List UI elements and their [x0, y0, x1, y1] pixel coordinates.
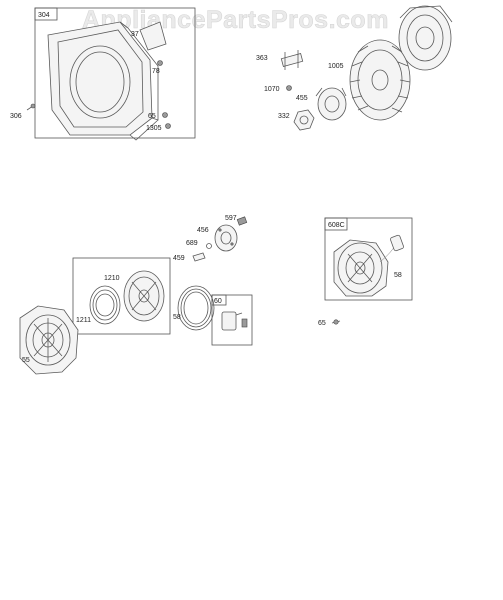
group-box-304: [34, 7, 196, 139]
handle-part-60: [221, 311, 248, 331]
screw-part-78: [157, 60, 163, 66]
pulley-part-1210: [123, 270, 165, 322]
rope-part-58-left: [177, 285, 215, 331]
group-box-60-tab: [211, 294, 227, 306]
callout-58-left: 58: [173, 314, 181, 321]
callout-1070: 1070: [264, 86, 280, 93]
callout-55: 55: [22, 357, 30, 364]
pawl-part-459: [192, 252, 206, 262]
callout-78: 78: [152, 68, 160, 75]
baffle-part-37: [139, 21, 167, 51]
bracket-part-363: [280, 50, 304, 70]
callout-456: 456: [197, 227, 209, 234]
recoil-starter-part-55: [19, 305, 79, 375]
callout-306: 306: [10, 113, 22, 120]
callout-1305: 1305: [146, 125, 162, 132]
callout-608C: 608C: [328, 222, 345, 229]
callout-332: 332: [278, 113, 290, 120]
screw-part-597: [236, 216, 248, 226]
screw-part-1305: [165, 123, 171, 129]
nut-part-332: [293, 109, 315, 131]
spring-part-689: [206, 243, 212, 249]
screw-part-306: [26, 103, 36, 111]
flywheel-part-1005: [349, 39, 411, 121]
key-part-1070: [286, 85, 292, 91]
callout-37: 37: [131, 31, 139, 38]
callout-58-right: 58: [394, 272, 402, 279]
callout-1005: 1005: [328, 63, 344, 70]
group-box-304-tab: [34, 7, 58, 21]
callout-455: 455: [296, 95, 308, 102]
screw-part-65-bottom: [331, 319, 341, 325]
group-box-starter: [72, 257, 171, 335]
callout-597: 597: [225, 215, 237, 222]
callout-304: 304: [38, 12, 50, 19]
callout-65-top: 65: [148, 113, 156, 120]
callout-1210: 1210: [104, 275, 120, 282]
starter-cup-part-455: [315, 87, 347, 121]
blower-housing: [47, 21, 159, 141]
screw-part-65-top: [162, 112, 168, 118]
group-box-608C: [324, 217, 413, 301]
watermark: AppliancePartsPros.com: [82, 6, 389, 34]
group-box-608C-tab: [324, 217, 348, 231]
callout-1211: 1211: [76, 317, 91, 324]
callout-689: 689: [186, 240, 198, 247]
callout-65-bottom: 65: [318, 320, 326, 327]
pulley-part-456: [214, 224, 238, 252]
callout-363: 363: [256, 55, 268, 62]
recoil-starter-assembly-608C: [333, 234, 404, 297]
flywheel-ring: [398, 5, 453, 71]
group-box-60: [211, 294, 253, 346]
spring-part-1211: [89, 285, 121, 325]
callout-459: 459: [173, 255, 185, 262]
callout-60: 60: [214, 298, 222, 305]
